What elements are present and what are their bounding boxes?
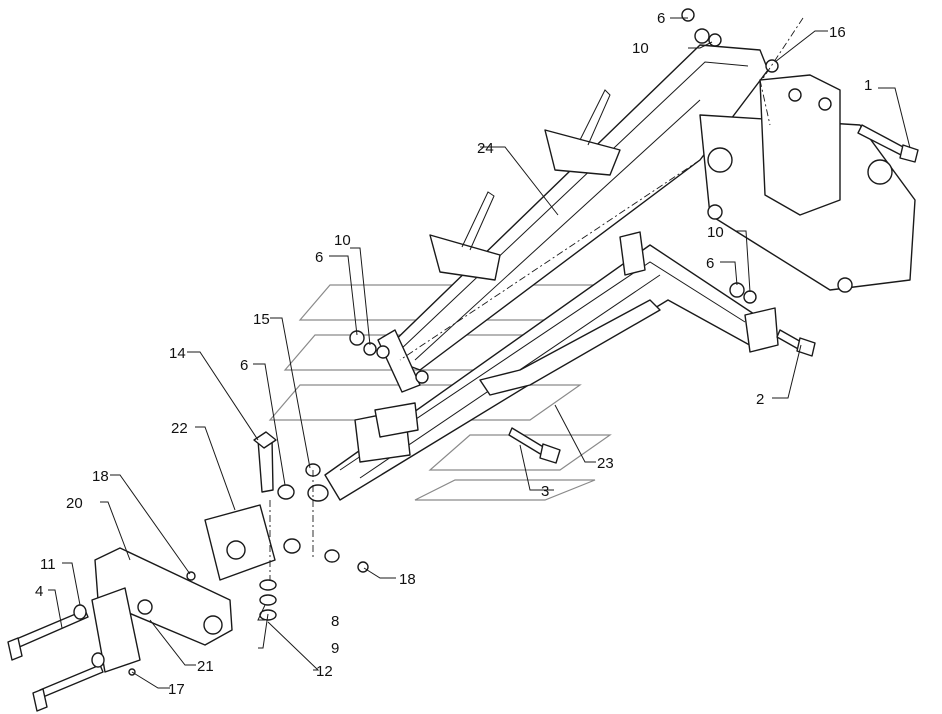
bolt-2 — [776, 329, 816, 357]
callout-11: 11 — [40, 556, 56, 573]
callout-14: 14 — [169, 345, 186, 362]
callout-10-right: 10 — [707, 224, 724, 241]
callout-8: 8 — [331, 613, 339, 630]
callout-15: 15 — [253, 311, 270, 328]
callout-6-top: 6 — [657, 10, 665, 27]
bolt-3 — [508, 427, 561, 464]
callout-16: 16 — [829, 24, 846, 41]
callout-18-left: 18 — [92, 468, 109, 485]
tow-bar-frame — [324, 231, 779, 501]
bolts-4 — [7, 609, 104, 712]
callout-23: 23 — [597, 455, 614, 472]
callout-10-middle: 10 — [334, 232, 351, 249]
drawbar-arm — [377, 44, 769, 393]
pin-14 — [253, 431, 277, 493]
callout-18-right: 18 — [399, 571, 416, 588]
callout-9: 9 — [331, 640, 339, 657]
callout-6-middle: 6 — [315, 249, 323, 266]
callout-2: 2 — [756, 391, 764, 408]
assembly-axes — [269, 17, 804, 580]
callout-24: 24 — [477, 140, 494, 157]
coupling-housing — [91, 504, 276, 673]
callout-3: 3 — [541, 483, 549, 500]
callout-6-right: 6 — [706, 255, 714, 272]
callout-21: 21 — [197, 658, 214, 675]
callout-4: 4 — [35, 583, 43, 600]
callout-22: 22 — [171, 420, 188, 437]
bolt-1 — [857, 124, 919, 163]
callout-6-lower: 6 — [240, 357, 248, 374]
hitch-bracket — [699, 74, 916, 293]
callout-10-top: 10 — [632, 40, 649, 57]
callout-17: 17 — [168, 681, 185, 698]
callout-1: 1 — [864, 77, 872, 94]
leader-lines — [48, 17, 911, 689]
callout-labels: 1 2 3 4 6 6 6 6 8 9 10 10 10 11 12 14 15… — [35, 10, 872, 698]
washers-and-nuts — [73, 8, 779, 676]
callout-12: 12 — [316, 663, 333, 680]
callout-20: 20 — [66, 495, 83, 512]
